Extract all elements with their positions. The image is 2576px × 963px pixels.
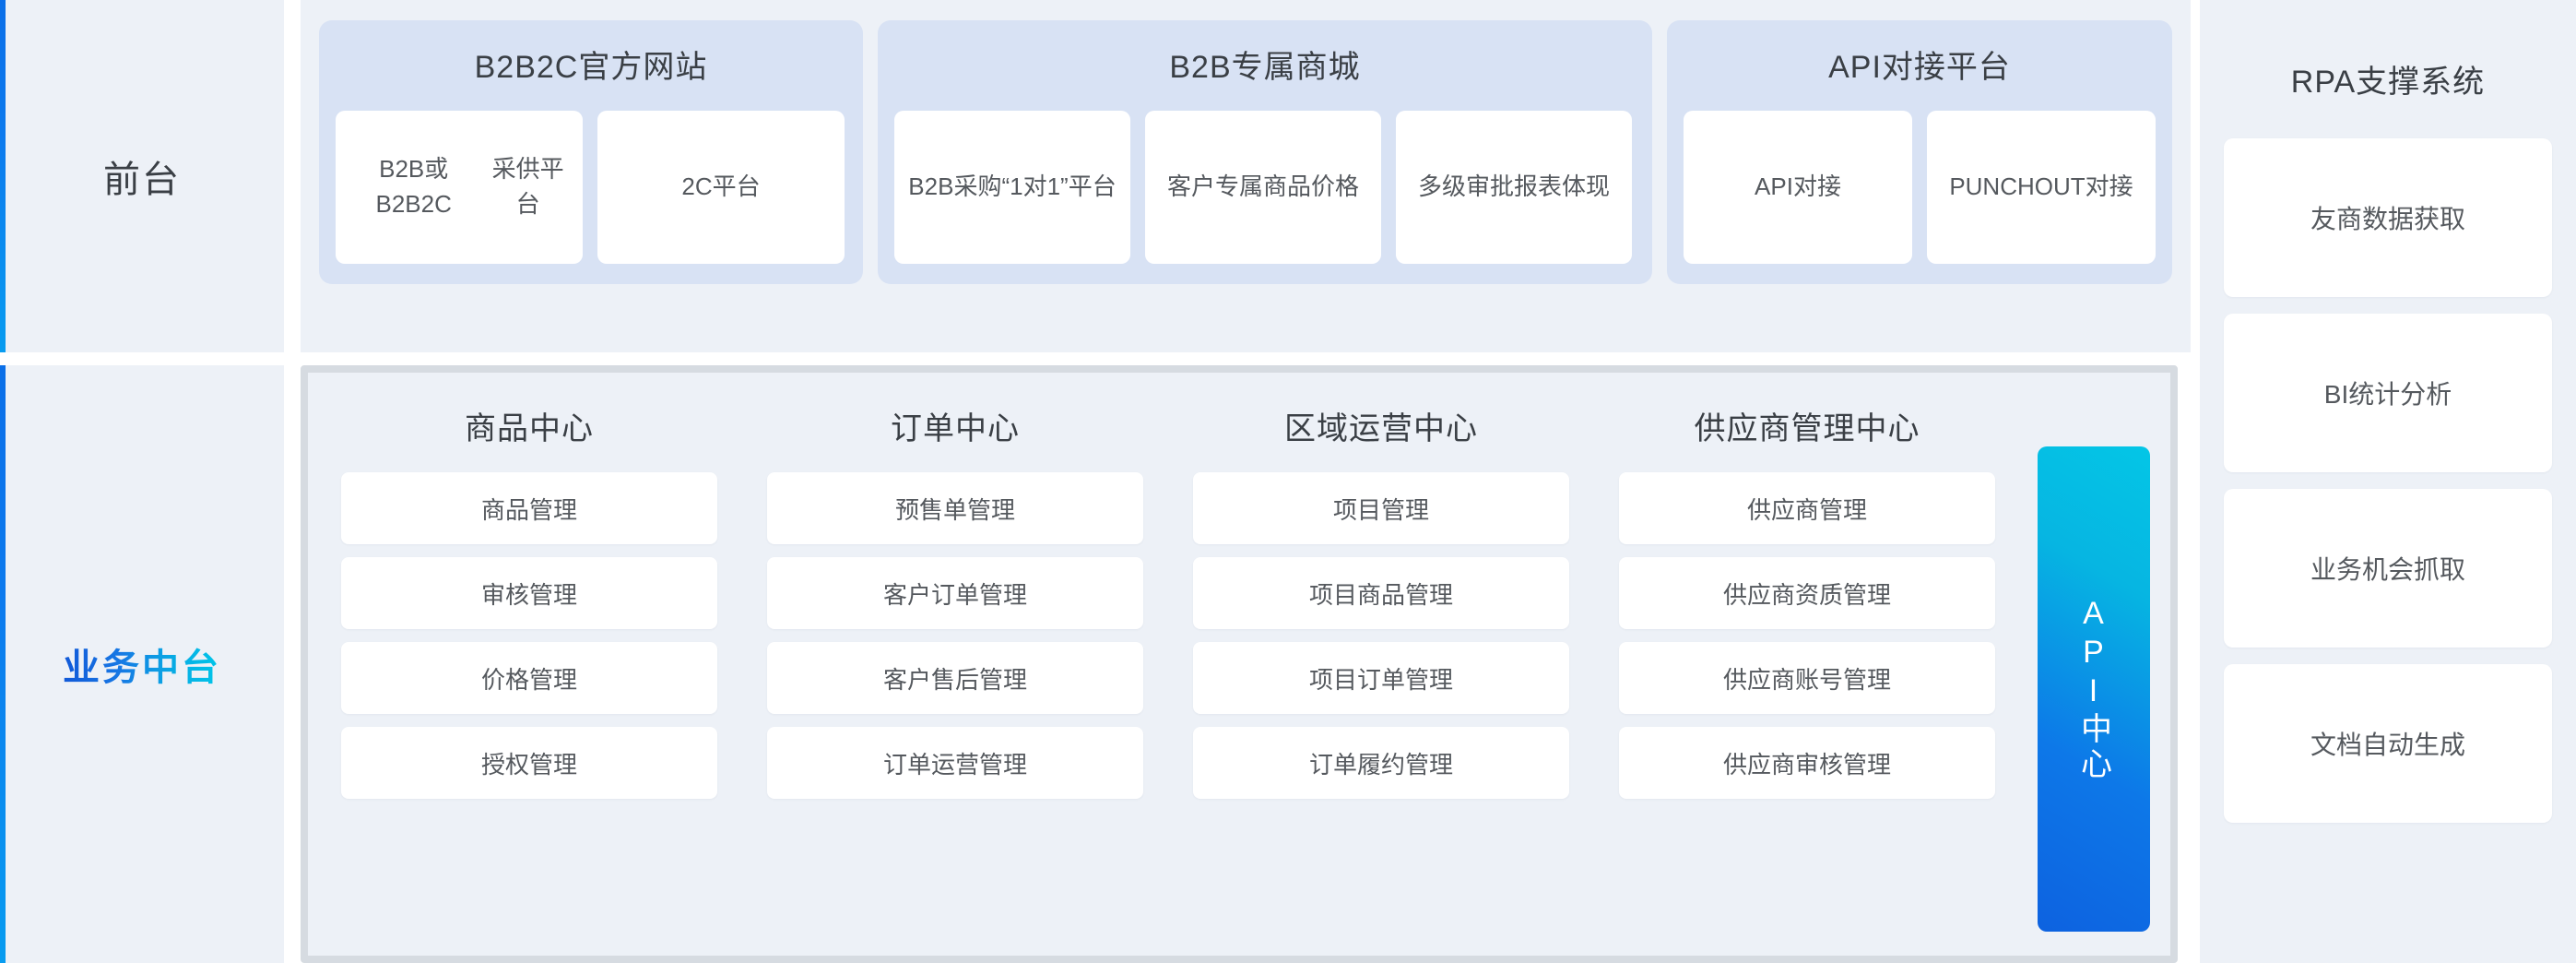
- front-card[interactable]: API对接: [1684, 111, 1912, 264]
- mid-column-supplier-management-center: 供应商管理中心 供应商管理 供应商资质管理 供应商账号管理 供应商审核管理: [1599, 389, 2015, 812]
- front-card-label-line1: 客户专属: [1166, 172, 1263, 201]
- rpa-card[interactable]: 文档自动生成: [2224, 664, 2552, 823]
- front-group-title: API对接平台: [1828, 50, 2011, 85]
- rpa-column-title: RPA支撑系统: [2290, 65, 2486, 100]
- mid-card[interactable]: 供应商管理: [1619, 472, 1995, 544]
- mid-card[interactable]: 供应商账号管理: [1619, 642, 1995, 714]
- front-card-label-line2: 对接: [2085, 172, 2133, 201]
- mid-card[interactable]: 价格管理: [341, 642, 717, 714]
- mid-card[interactable]: 审核管理: [341, 557, 717, 629]
- mid-card[interactable]: 客户售后管理: [767, 642, 1143, 714]
- front-tier: 前台 B2B2C官方网站 B2B或B2B2C 采供平台 2C平台 B2B专属商城: [0, 0, 2191, 352]
- mid-tier-label-text: 业务中台: [63, 637, 221, 691]
- front-group-title: B2B2C官方网站: [474, 50, 708, 85]
- front-card-label-line2: 商品价格: [1263, 172, 1360, 201]
- mid-column-title: 区域运营中心: [1284, 411, 1478, 446]
- mid-card[interactable]: 项目商品管理: [1193, 557, 1569, 629]
- mid-card[interactable]: 预售单管理: [767, 472, 1143, 544]
- mid-column-title: 订单中心: [891, 411, 1020, 446]
- front-card[interactable]: 客户专属 商品价格: [1145, 111, 1381, 264]
- front-group-cards: B2B或B2B2C 采供平台 2C平台: [336, 111, 846, 264]
- api-center-panel[interactable]: API中心: [2038, 446, 2150, 932]
- mid-column-title: 商品中心: [465, 411, 594, 446]
- front-group-cards: API对接 PUNCHOUT 对接: [1684, 111, 2156, 264]
- front-tier-body: B2B2C官方网站 B2B或B2B2C 采供平台 2C平台 B2B专属商城 B2…: [301, 0, 2191, 352]
- accent-bar-icon: [0, 365, 6, 963]
- front-card-label-line2: 采供平台: [491, 155, 564, 218]
- front-group-cards: B2B采购 “1对1”平台 客户专属 商品价格 多级审批 报表体现: [894, 111, 1636, 264]
- mid-card[interactable]: 项目管理: [1193, 472, 1569, 544]
- front-card[interactable]: 2C平台: [597, 111, 845, 264]
- mid-card[interactable]: 供应商审核管理: [1619, 727, 1995, 799]
- front-card[interactable]: 多级审批 报表体现: [1396, 111, 1632, 264]
- mid-tier: 业务中台 商品中心 商品管理 审核管理 价格管理 授权管理 订单中心 预售单管理…: [0, 365, 2178, 963]
- mid-tier-label: 业务中台: [0, 365, 284, 963]
- mid-card[interactable]: 商品管理: [341, 472, 717, 544]
- mid-column-order-center: 订单中心 预售单管理 客户订单管理 客户售后管理 订单运营管理: [747, 389, 1164, 812]
- front-tier-label: 前台: [0, 0, 284, 352]
- mid-card[interactable]: 客户订单管理: [767, 557, 1143, 629]
- rpa-column: RPA支撑系统 友商数据获取 BI统计分析 业务机会抓取 文档自动生成: [2200, 0, 2576, 963]
- accent-bar-icon: [0, 0, 6, 352]
- mid-tier-body: 商品中心 商品管理 审核管理 价格管理 授权管理 订单中心 预售单管理 客户订单…: [301, 365, 2178, 963]
- front-card-label-line1: B2B采购: [908, 172, 1002, 201]
- mid-card[interactable]: 订单运营管理: [767, 727, 1143, 799]
- front-card-label-line1: B2B或B2B2C: [375, 155, 452, 218]
- front-card[interactable]: PUNCHOUT 对接: [1927, 111, 2156, 264]
- front-card[interactable]: B2B采购 “1对1”平台: [894, 111, 1130, 264]
- front-card-label-line1: 多级审批: [1417, 172, 1514, 201]
- front-group-api: API对接平台 API对接 PUNCHOUT 对接: [1667, 20, 2172, 284]
- front-tier-label-text: 前台: [103, 160, 181, 200]
- front-group-b2b2c: B2B2C官方网站 B2B或B2B2C 采供平台 2C平台: [319, 20, 863, 284]
- front-card[interactable]: B2B或B2B2C 采供平台: [336, 111, 583, 264]
- mid-card[interactable]: 订单履约管理: [1193, 727, 1569, 799]
- front-group-b2b: B2B专属商城 B2B采购 “1对1”平台 客户专属 商品价格 多级审批 报表体…: [878, 20, 1652, 284]
- front-card-label-line2: 报表体现: [1514, 172, 1611, 201]
- rpa-card[interactable]: 友商数据获取: [2224, 138, 2552, 297]
- mid-column-regional-operation-center: 区域运营中心 项目管理 项目商品管理 项目订单管理 订单履约管理: [1173, 389, 1589, 812]
- mid-column-product-center: 商品中心 商品管理 审核管理 价格管理 授权管理: [321, 389, 738, 812]
- rpa-card[interactable]: 业务机会抓取: [2224, 489, 2552, 648]
- mid-card[interactable]: 授权管理: [341, 727, 717, 799]
- api-center-label: API中心: [2075, 596, 2111, 782]
- front-card-label-line1: PUNCHOUT: [1949, 172, 2086, 201]
- rpa-card[interactable]: BI统计分析: [2224, 314, 2552, 472]
- mid-card[interactable]: 供应商资质管理: [1619, 557, 1995, 629]
- front-card-label-line2: “1对1”平台: [1001, 172, 1117, 201]
- mid-card[interactable]: 项目订单管理: [1193, 642, 1569, 714]
- front-group-title: B2B专属商城: [1169, 50, 1361, 85]
- mid-column-title: 供应商管理中心: [1694, 411, 1920, 446]
